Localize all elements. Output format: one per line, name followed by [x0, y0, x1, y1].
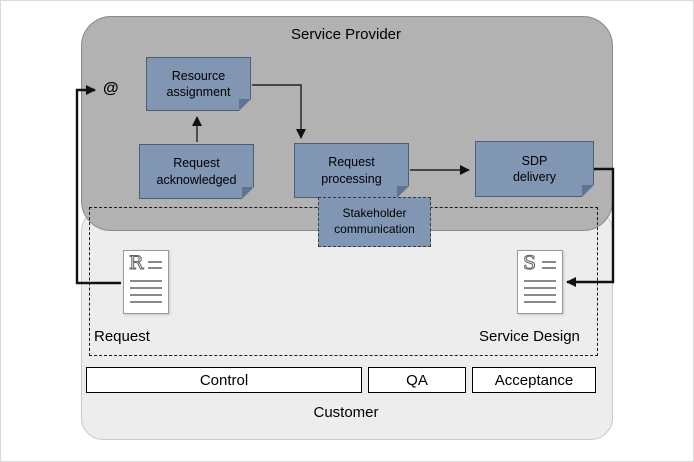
service-design-label: Service Design: [479, 328, 580, 345]
qa-box: QA: [368, 367, 466, 393]
request-document-icon: R: [123, 250, 169, 314]
document-text-line: [148, 261, 162, 263]
node-resource-assignment: Resource assignment: [146, 57, 252, 112]
node-label: SDP delivery: [512, 153, 557, 184]
node-label: Stakeholder communication: [334, 206, 415, 236]
document-text-line: [148, 267, 162, 269]
customer-container: [81, 209, 613, 440]
arrow-request-to-provider-entry: [75, 85, 121, 285]
document-text-line: [130, 287, 162, 289]
document-text-line: [524, 287, 556, 289]
document-text-line: [524, 301, 556, 303]
request-label: Request: [94, 328, 150, 345]
node-request-acknowledged: Request acknowledged: [139, 144, 255, 200]
node-stakeholder-communication: Stakeholder communication: [318, 197, 431, 247]
service-design-document-icon: S: [517, 250, 563, 314]
node-label: Resource assignment: [166, 68, 231, 99]
document-text-line: [130, 301, 162, 303]
control-box: Control: [86, 367, 362, 393]
at-entry-symbol: @: [103, 80, 119, 97]
customer-title: Customer: [313, 404, 379, 421]
document-text-line: [542, 267, 556, 269]
document-text-line: [130, 280, 162, 282]
document-letter: R: [128, 252, 144, 275]
provider-title: Service Provider: [290, 26, 402, 43]
node-request-processing: Request processing: [294, 143, 410, 199]
arrow-sdp-to-service-design: [566, 167, 615, 287]
acceptance-box: Acceptance: [472, 367, 596, 393]
node-sdp-delivery: SDP delivery: [475, 141, 595, 198]
document-text-line: [524, 280, 556, 282]
document-text-line: [524, 294, 556, 296]
document-letter: S: [522, 252, 537, 275]
node-label: Request acknowledged: [156, 156, 237, 187]
document-text-line: [130, 294, 162, 296]
document-text-line: [542, 261, 556, 263]
node-label: Request processing: [321, 155, 382, 186]
arrow-resource-to-processing: [252, 84, 306, 139]
